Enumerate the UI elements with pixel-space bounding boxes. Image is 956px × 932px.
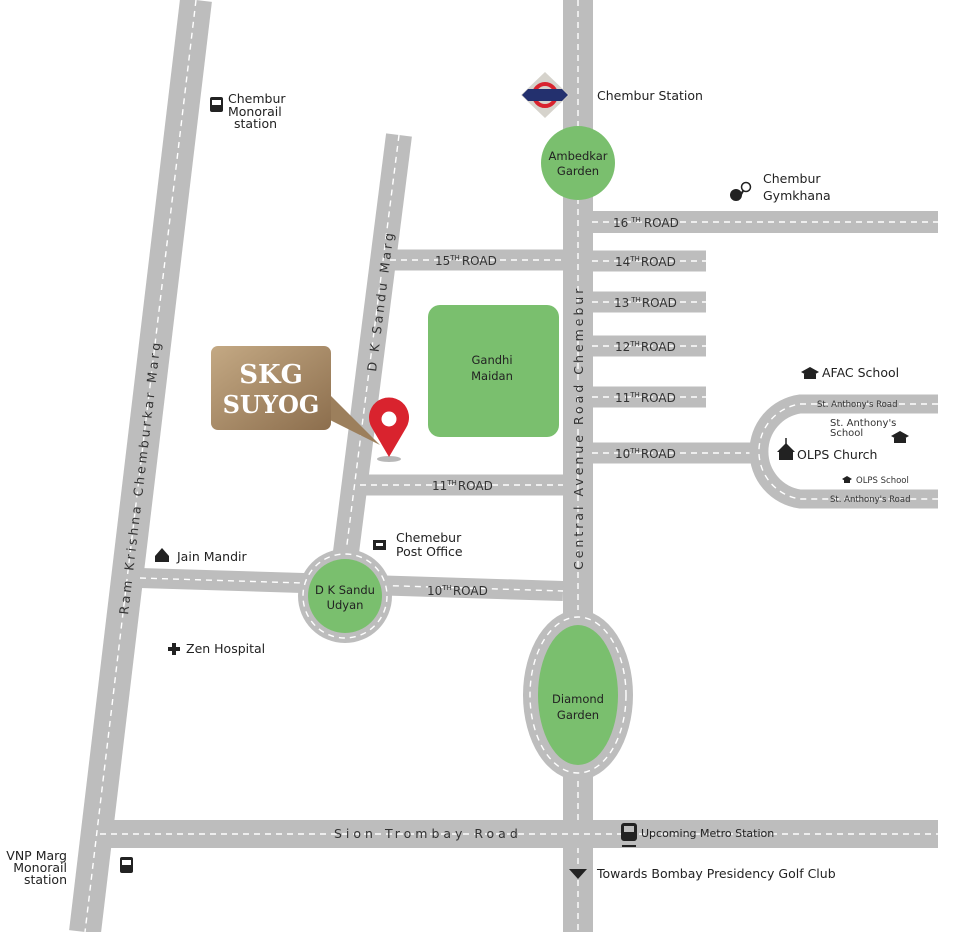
chembur-station-label: Chembur Station xyxy=(597,88,703,103)
location-pin-icon xyxy=(369,397,409,462)
svg-text:12THROAD: 12THROAD xyxy=(615,340,676,354)
landmark-label: station xyxy=(234,116,277,131)
garden-label: Diamond xyxy=(552,692,604,706)
road-label: St. Anthony's Road xyxy=(817,400,897,410)
svg-text:11THROAD: 11THROAD xyxy=(615,391,676,405)
temple-icon xyxy=(155,548,169,562)
svg-text:14THROAD: 14THROAD xyxy=(615,255,676,269)
road-st-anthony xyxy=(749,394,938,509)
landmark-label: Gymkhana xyxy=(763,188,831,203)
garden-label: Garden xyxy=(557,164,599,178)
project-name-line1: SKG xyxy=(239,360,303,390)
garden-dk-sandu-udyan xyxy=(308,559,382,633)
monorail-icon xyxy=(120,857,133,873)
garden-label: Gandhi xyxy=(471,353,512,367)
post-office-icon xyxy=(373,540,386,550)
svg-text:11THROAD: 11THROAD xyxy=(432,479,493,493)
garden-label: Garden xyxy=(557,708,599,722)
garden-label: Udyan xyxy=(327,598,364,612)
hospital-icon xyxy=(168,643,180,655)
monorail-icon xyxy=(210,97,223,112)
road-label: Central Avenue Road Chemebur xyxy=(571,286,586,570)
landmark-label: Monorail xyxy=(13,860,67,875)
landmark-label: OLPS Church xyxy=(797,447,877,462)
railway-station-icon xyxy=(521,72,569,118)
svg-text:10THROAD: 10THROAD xyxy=(427,584,488,598)
garden-label: Maidan xyxy=(471,369,513,383)
school-icon xyxy=(842,476,852,483)
garden-label: D K Sandu xyxy=(315,583,375,597)
school-icon xyxy=(891,431,909,443)
landmark-label: School xyxy=(830,428,863,439)
landmark-label: Towards Bombay Presidency Golf Club xyxy=(596,866,836,881)
school-icon xyxy=(801,367,819,379)
landmark-label: Post Office xyxy=(396,544,463,559)
metro-train-icon xyxy=(621,823,637,847)
garden-ambedkar xyxy=(541,126,615,200)
road-label: Sion Trombay Road xyxy=(334,826,522,841)
landmark-label: station xyxy=(24,872,67,887)
landmark-label: Jain Mandir xyxy=(176,549,247,564)
landmark-label: Chembur xyxy=(763,171,821,186)
church-icon xyxy=(777,438,795,460)
road-label: St. Anthony's Road xyxy=(830,495,910,505)
landmark-label: Chemebur xyxy=(396,530,462,545)
garden-gandhi-maidan xyxy=(428,305,559,437)
garden-diamond xyxy=(538,625,618,765)
landmark-label: St. Anthony's xyxy=(830,418,896,429)
landmark-label: Upcoming Metro Station xyxy=(641,827,774,840)
project-name-line2: SUYOG xyxy=(223,390,320,419)
svg-text:10THROAD: 10THROAD xyxy=(615,447,676,461)
landmark-label: Chembur xyxy=(228,91,286,106)
landmark-label: OLPS School xyxy=(856,476,909,486)
project-callout: SKG SUYOG xyxy=(211,346,380,445)
landmark-label: Monorail xyxy=(228,104,282,119)
landmark-label: Zen Hospital xyxy=(186,641,265,656)
landmark-label: VNP Marg xyxy=(6,848,67,863)
garden-label: Ambedkar xyxy=(549,149,608,163)
landmark-label: AFAC School xyxy=(822,365,899,380)
sports-icon xyxy=(730,181,752,201)
arrow-down-icon xyxy=(569,869,587,879)
roads xyxy=(69,0,938,932)
